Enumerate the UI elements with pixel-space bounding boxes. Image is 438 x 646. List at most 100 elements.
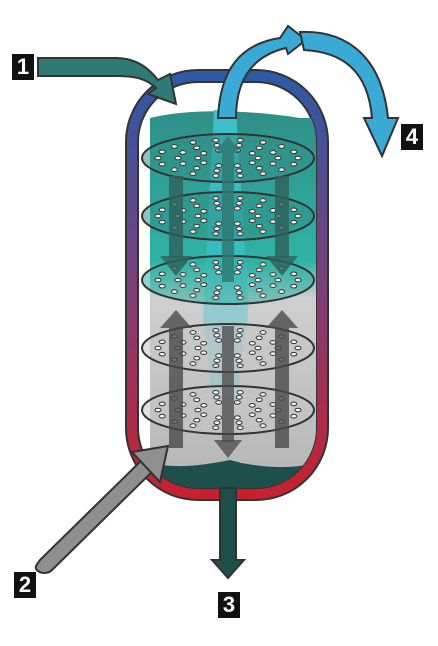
tray-hole	[294, 345, 302, 351]
tray-hole	[189, 293, 197, 298]
tray-hole	[194, 213, 202, 219]
tray-hole	[154, 407, 162, 413]
tray-hole	[254, 213, 262, 219]
tray-hole	[278, 144, 286, 149]
label-outlet-bottom: 3	[218, 592, 240, 618]
tray-hole	[179, 272, 187, 277]
tray-hole	[290, 339, 298, 345]
tray-hole	[154, 345, 162, 351]
tray-hole	[236, 363, 244, 369]
tray-hole	[158, 339, 166, 345]
tray-hole	[213, 168, 221, 173]
tray-hole	[294, 407, 302, 413]
tray-hole	[158, 161, 166, 167]
tray-hole	[158, 351, 166, 357]
tray-hole	[170, 144, 178, 149]
tray-hole	[215, 400, 223, 405]
tray-hole	[290, 161, 298, 167]
tray-hole	[215, 270, 223, 275]
label-outlet-top: 4	[401, 124, 423, 150]
tray-hole	[189, 361, 197, 366]
tray-hole	[200, 412, 208, 418]
arrow-up-icon	[266, 310, 298, 448]
tray-hole	[259, 423, 267, 428]
tray-hole	[193, 355, 201, 361]
tray-hole	[248, 218, 256, 223]
tray-hole	[235, 420, 243, 426]
tray-hole	[254, 407, 262, 413]
tray-hole	[213, 420, 221, 426]
tray-hole	[255, 223, 263, 229]
tray-hole	[254, 345, 262, 351]
tray-hole	[259, 198, 267, 203]
tray-hole	[290, 271, 298, 277]
tray-hole	[212, 173, 220, 178]
tray-hole	[215, 221, 223, 226]
tray-hole	[212, 196, 220, 201]
tray-hole	[233, 221, 241, 226]
tray-hole	[235, 265, 243, 270]
tray-hole	[254, 155, 262, 161]
tray-hole	[154, 213, 162, 219]
tray-hole	[189, 423, 197, 428]
tray-hole	[233, 353, 241, 358]
tray-hole	[233, 163, 241, 168]
tray-hole	[269, 161, 277, 166]
tray-hole	[248, 209, 256, 214]
tray-hole	[233, 270, 241, 275]
tray-hole	[274, 277, 282, 283]
tray-hole	[193, 267, 201, 273]
tray-hole	[213, 358, 221, 364]
tray-hole	[233, 206, 241, 211]
tray-hole	[269, 272, 277, 277]
tray-hole	[248, 151, 256, 156]
tray-hole	[213, 143, 221, 148]
tray-hole	[158, 149, 166, 155]
tray-hole	[233, 338, 241, 343]
tray-hole	[248, 412, 256, 418]
tray-hole	[215, 206, 223, 211]
tray-hole	[290, 149, 298, 155]
tray-hole	[255, 165, 263, 171]
tray-hole	[290, 207, 298, 213]
inlet-stream-top	[37, 57, 178, 106]
tray-hole	[259, 361, 267, 366]
tray-hole	[294, 277, 302, 283]
tray-hole	[212, 231, 220, 236]
tray-hole	[194, 345, 202, 351]
tray-hole	[158, 207, 166, 213]
tray-hole	[235, 143, 243, 148]
tray-hole	[174, 155, 182, 161]
tray-hole	[200, 151, 208, 156]
tray-hole	[255, 355, 263, 361]
outlet-stream-top-return	[298, 30, 400, 159]
tray-hole	[193, 165, 201, 171]
tray-hole	[170, 289, 178, 294]
tray-hole	[259, 330, 267, 335]
tray-hole	[200, 282, 208, 288]
tray-hole	[189, 140, 197, 145]
tray-hole	[215, 415, 223, 420]
tray-hole	[255, 287, 263, 293]
tray-hole	[259, 262, 267, 267]
tray-hole	[269, 150, 277, 155]
tray-hole	[212, 260, 220, 265]
tray-hole	[179, 161, 187, 166]
tray-hole	[233, 400, 241, 405]
tray-hole	[200, 273, 208, 278]
tray-hole	[235, 333, 243, 338]
tray-hole	[215, 285, 223, 290]
tray-hole	[170, 167, 178, 172]
tray-hole	[255, 335, 263, 341]
tray-hole	[193, 417, 201, 423]
tray-hole	[233, 285, 241, 290]
tray-hole	[194, 277, 202, 283]
tray-hole	[248, 273, 256, 278]
tray-hole	[193, 287, 201, 293]
tray-hole	[294, 213, 302, 219]
inlet-stream-bottom	[34, 450, 164, 574]
tray-hole	[193, 397, 201, 403]
tray-hole	[259, 140, 267, 145]
internal-flow-arrows	[160, 136, 298, 458]
